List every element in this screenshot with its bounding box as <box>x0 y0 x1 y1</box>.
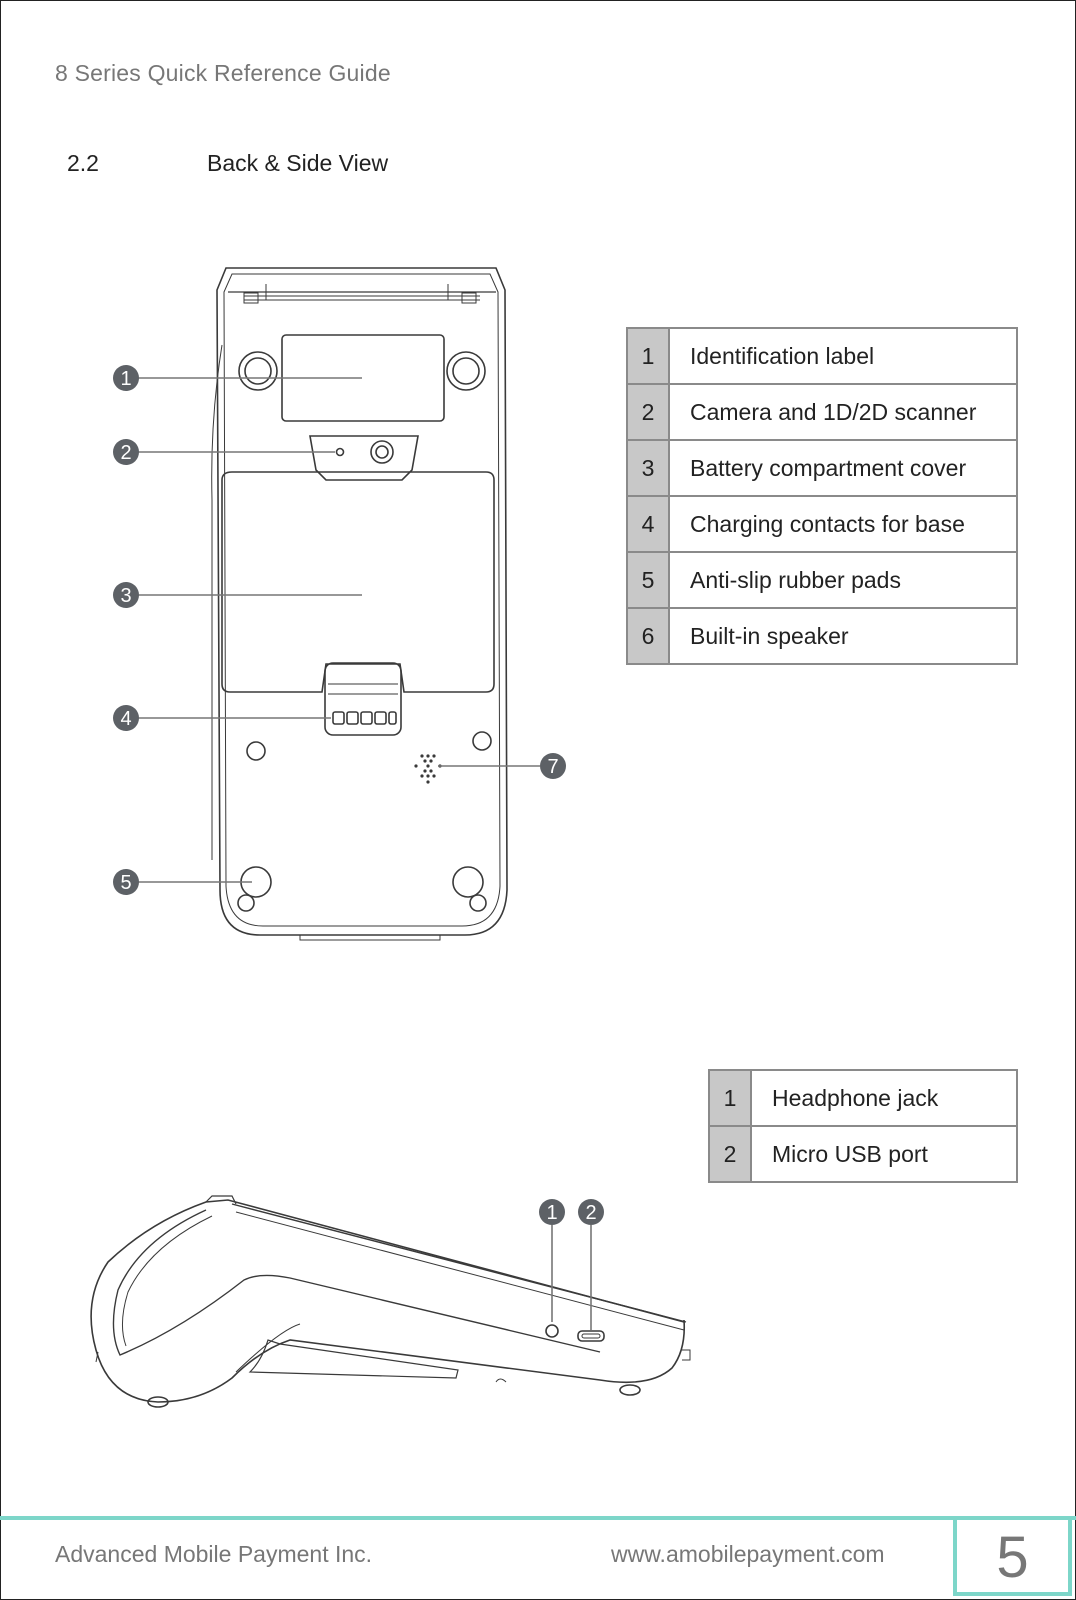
back-callout-3: 3 <box>113 582 139 608</box>
svg-text:3: 3 <box>120 585 131 607</box>
footer-website: www.amobilepayment.com <box>611 1541 885 1567</box>
svg-text:2: 2 <box>585 1202 596 1224</box>
legend-row: 6 Built-in speaker <box>626 607 1018 665</box>
camera-lens <box>370 440 394 464</box>
back-callout-1: 1 <box>113 365 139 391</box>
svg-text:4: 4 <box>120 708 131 730</box>
legend-label: Identification label <box>668 327 1018 385</box>
legend-label: Battery compartment cover <box>668 439 1018 497</box>
legend-row: 2 Micro USB port <box>708 1125 1018 1183</box>
legend-number: 1 <box>626 327 670 385</box>
svg-text:1: 1 <box>120 368 131 390</box>
legend-number: 1 <box>708 1069 752 1127</box>
footer-company: Advanced Mobile Payment Inc. <box>55 1541 373 1567</box>
page-number: 5 <box>953 1516 1072 1596</box>
legend-row: 2 Camera and 1D/2D scanner <box>626 383 1018 441</box>
headphone-jack <box>545 1324 559 1338</box>
rubber-pad <box>452 866 484 898</box>
back-view-legend-table: 1 Identification label 2 Camera and 1D/2… <box>626 327 1018 665</box>
svg-text:2: 2 <box>120 442 131 464</box>
svg-text:7: 7 <box>547 756 558 778</box>
speaker-grille <box>414 754 442 784</box>
legend-label: Headphone jack <box>750 1069 1018 1127</box>
legend-label: Built-in speaker <box>668 607 1018 665</box>
section-number: 2.2 <box>67 150 99 176</box>
legend-row: 5 Anti-slip rubber pads <box>626 551 1018 609</box>
legend-row: 1 Identification label <box>626 327 1018 385</box>
legend-number: 3 <box>626 439 670 497</box>
battery-cover <box>221 471 495 693</box>
camera-module <box>309 435 419 481</box>
legend-label: Charging contacts for base <box>668 495 1018 553</box>
svg-text:1: 1 <box>546 1202 557 1224</box>
legend-row: 1 Headphone jack <box>708 1069 1018 1127</box>
legend-number: 4 <box>626 495 670 553</box>
side-view-legend-table: 1 Headphone jack 2 Micro USB port <box>708 1069 1018 1183</box>
legend-row: 4 Charging contacts for base <box>626 495 1018 553</box>
legend-number: 2 <box>708 1125 752 1183</box>
footer-rule <box>0 1516 1076 1520</box>
legend-label: Anti-slip rubber pads <box>668 551 1018 609</box>
legend-number: 6 <box>626 607 670 665</box>
device-side-outline <box>90 1199 686 1403</box>
legend-label: Micro USB port <box>750 1125 1018 1183</box>
legend-number: 2 <box>626 383 670 441</box>
document-title: 8 Series Quick Reference Guide <box>55 60 391 86</box>
back-callout-4: 4 <box>113 705 139 731</box>
charging-contacts-module <box>324 662 402 736</box>
svg-text:5: 5 <box>120 872 131 894</box>
side-callout-2: 2 <box>578 1199 604 1225</box>
micro-usb-port <box>577 1330 605 1342</box>
legend-label: Camera and 1D/2D scanner <box>668 383 1018 441</box>
back-callout-5: 5 <box>113 869 139 895</box>
legend-row: 3 Battery compartment cover <box>626 439 1018 497</box>
back-callout-7: 7 <box>540 753 566 779</box>
legend-number: 5 <box>626 551 670 609</box>
side-callout-1: 1 <box>539 1199 565 1225</box>
device-back-outline <box>216 267 508 936</box>
section-title: Back & Side View <box>207 150 389 176</box>
back-callout-2: 2 <box>113 439 139 465</box>
